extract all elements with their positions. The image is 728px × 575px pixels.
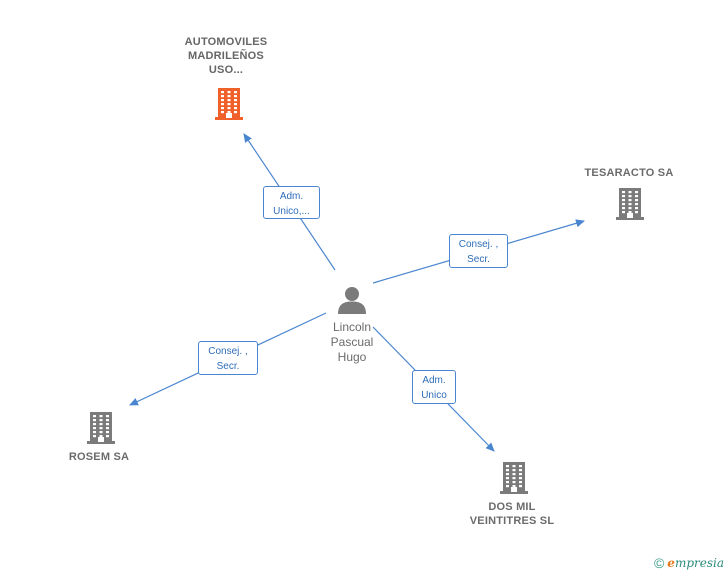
person-name[interactable]: Lincoln Pascual Hugo: [330, 320, 374, 364]
building-icon[interactable]: [85, 410, 117, 444]
relation-label-tesaracto[interactable]: Consej. , Secr.: [449, 234, 508, 268]
person-icon[interactable]: [337, 285, 367, 315]
relation-label-automoviles[interactable]: Adm. Unico,...: [263, 186, 320, 219]
company-label-tesaracto[interactable]: TESARACTO SA: [584, 167, 674, 179]
relation-label-rosem[interactable]: Consej. , Secr.: [198, 341, 258, 375]
relation-label-dosmil[interactable]: Adm. Unico: [412, 370, 456, 404]
company-label-dosmil[interactable]: DOS MIL VEINTITRES SL: [469, 501, 555, 527]
brand-footer[interactable]: © empresia: [654, 555, 724, 571]
building-icon[interactable]: [614, 186, 646, 220]
building-icon[interactable]: [213, 86, 245, 120]
company-label-rosem[interactable]: ROSEM SA: [68, 451, 130, 463]
building-icon[interactable]: [498, 460, 530, 494]
brand-logo: empresia: [667, 556, 724, 570]
company-label-automoviles[interactable]: AUTOMOVILES MADRILEÑOS USO...: [184, 36, 268, 76]
copyright-icon: ©: [653, 555, 665, 571]
